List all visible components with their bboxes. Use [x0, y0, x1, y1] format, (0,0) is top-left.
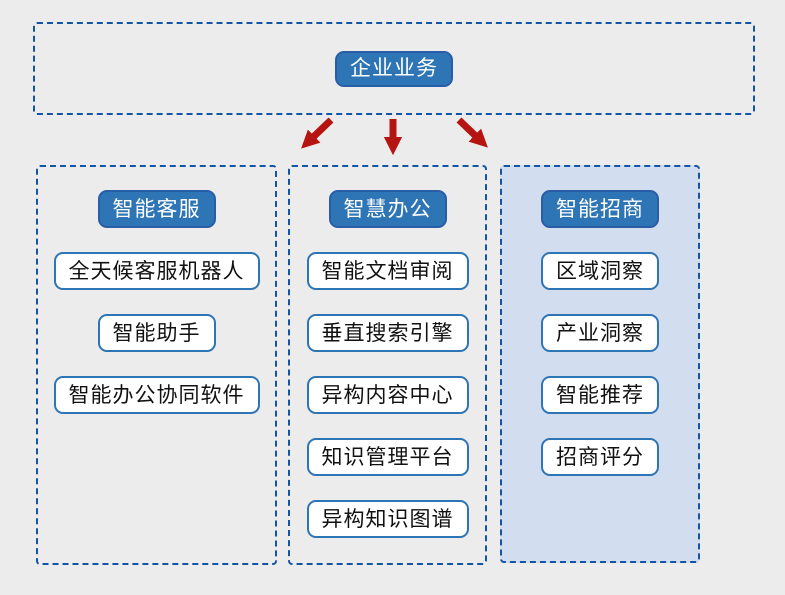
column-investment: 智能招商 区域洞察 产业洞察 智能推荐 招商评分: [500, 165, 700, 563]
arrow-to-left-column: [301, 117, 334, 149]
diagram-node: 知识管理平台: [306, 438, 469, 476]
diagram-node: 智能办公协同软件: [53, 376, 260, 414]
diagram-node: 垂直搜索引擎: [306, 314, 469, 352]
column-header: 智慧办公: [328, 190, 447, 228]
column-smart-office: 智慧办公 智能文档审阅 垂直搜索引擎 异构内容中心 知识管理平台 异构知识图谱: [288, 165, 487, 565]
root-node: 企业业务: [335, 50, 453, 87]
diagram-node: 智能推荐: [541, 376, 659, 414]
column-header: 智能招商: [541, 190, 659, 228]
diagram-node: 区域洞察: [541, 252, 659, 290]
diagram-node: 智能文档审阅: [306, 252, 469, 290]
diagram-node: 异构知识图谱: [306, 500, 469, 538]
diagram-node: 智能助手: [97, 314, 216, 352]
root-group-box: 企业业务: [33, 22, 755, 115]
diagram-node: 产业洞察: [541, 314, 659, 352]
column-customer-service: 智能客服 全天候客服机器人 智能助手 智能办公协同软件: [36, 165, 277, 565]
arrow-to-right-column: [456, 117, 488, 148]
diagram-node: 全天候客服机器人: [53, 252, 260, 290]
column-header: 智能客服: [97, 190, 216, 228]
diagram-node: 招商评分: [541, 438, 659, 476]
diagram-node: 异构内容中心: [306, 376, 469, 414]
